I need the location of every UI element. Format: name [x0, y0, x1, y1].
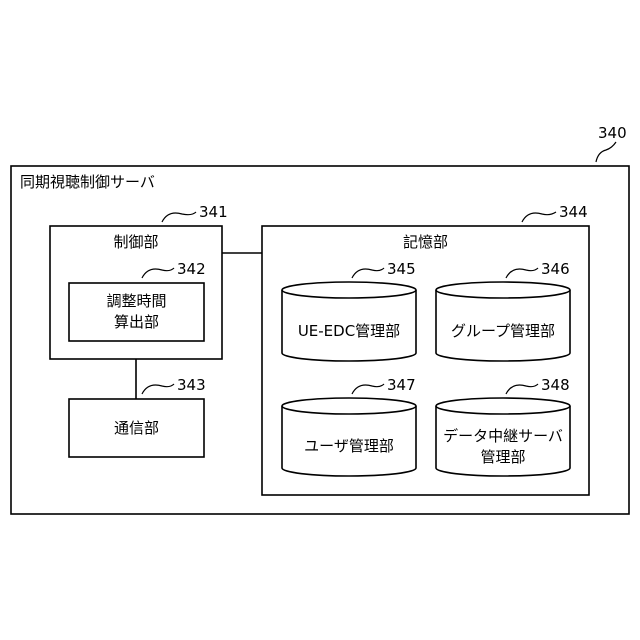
calc-unit-label-line2: 算出部 [69, 313, 204, 331]
db-group-label: グループ管理部 [436, 322, 570, 340]
leader-347 [352, 384, 384, 394]
db-user-label: ユーザ管理部 [282, 437, 416, 455]
ref-344: 344 [559, 203, 588, 221]
control-unit-label: 制御部 [50, 233, 222, 251]
leader-341 [162, 212, 196, 222]
leader-348 [506, 384, 538, 394]
calc-unit-label-line1: 調整時間 [69, 292, 204, 310]
db-relay-label-line2: 管理部 [436, 448, 570, 466]
storage-unit-label: 記憶部 [262, 233, 589, 251]
ref-348: 348 [541, 376, 570, 394]
ref-341: 341 [199, 203, 228, 221]
ref-347: 347 [387, 376, 416, 394]
db-relay-label-line1: データ中継サーバ [436, 427, 570, 445]
leader-343 [142, 384, 174, 394]
leader-340 [596, 142, 616, 162]
leader-346 [506, 268, 538, 278]
server-title: 同期視聴制御サーバ [20, 173, 155, 191]
leader-342 [142, 268, 174, 278]
ref-342: 342 [177, 260, 206, 278]
ref-346: 346 [541, 260, 570, 278]
db-ue-edc-label: UE-EDC管理部 [282, 322, 416, 340]
ref-343: 343 [177, 376, 206, 394]
ref-340: 340 [598, 124, 627, 142]
leader-344 [522, 212, 556, 222]
comm-unit-label: 通信部 [69, 419, 204, 437]
ref-345: 345 [387, 260, 416, 278]
leader-345 [352, 268, 384, 278]
